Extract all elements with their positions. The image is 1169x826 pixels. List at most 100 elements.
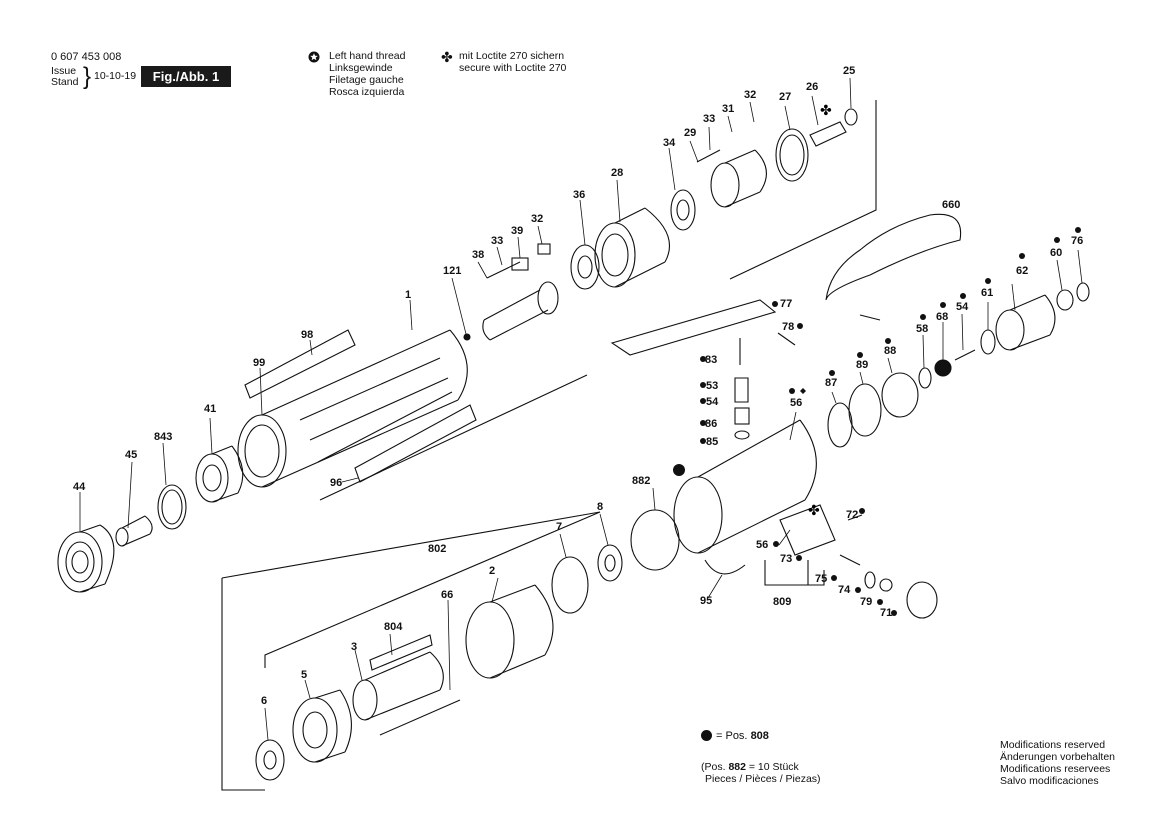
part-label-54: 54 <box>706 396 719 408</box>
part-label-26: 26 <box>806 81 818 93</box>
bullet-note-prefix: = Pos. <box>716 730 748 742</box>
part-74-oring <box>864 571 876 589</box>
part-label-804: 804 <box>384 621 403 633</box>
part-label-88: 88 <box>884 345 896 357</box>
bullet-icon <box>789 388 795 394</box>
pos-note-b: 882 <box>728 761 746 773</box>
part-804-vane <box>369 634 433 671</box>
part-label-1: 1 <box>405 289 411 301</box>
part-54-spring <box>954 349 976 361</box>
pos-note-a: (Pos. <box>701 761 729 773</box>
part-60-fitting <box>1056 289 1074 311</box>
bullet-icon <box>700 382 706 388</box>
legend-lht-fr: Filetage gauche <box>329 74 404 86</box>
part-54-spring-small <box>734 377 749 403</box>
part-2-cylinder <box>465 584 554 679</box>
part-label-8: 8 <box>597 501 603 513</box>
part-label-85: 85 <box>706 436 718 448</box>
bullet-icon <box>700 398 706 404</box>
part-label-66: 66 <box>441 589 453 601</box>
part-label-54: 54 <box>956 301 969 313</box>
left-hand-thread-icon <box>673 464 685 476</box>
part-809-regulator <box>779 504 836 556</box>
bullet-note-pos: 808 <box>750 730 769 742</box>
part-label-56: 56 <box>756 539 768 551</box>
part-label-77: 77 <box>780 298 792 310</box>
pos-note-line1: (Pos. 882 = 10 Stück <box>701 761 799 774</box>
stand-label: Stand <box>51 76 79 88</box>
bracket-809 <box>764 560 825 586</box>
frame-line-lower-top <box>221 511 601 579</box>
part-label-2: 2 <box>489 565 495 577</box>
bullet-icon <box>1019 253 1025 259</box>
part-label-76: 76 <box>1071 235 1083 247</box>
part-44-end-cap <box>57 524 115 593</box>
bullet-icon <box>859 508 865 514</box>
bracket-802 <box>264 511 601 668</box>
part-72-pin <box>847 514 863 521</box>
part-label-78: 78 <box>782 321 794 333</box>
legend-lht-es: Rosca izquierda <box>329 86 405 98</box>
modifications-fr: Modifications reservees <box>1000 763 1111 775</box>
part-5-end-plate <box>292 689 352 763</box>
part-76-oring <box>1076 282 1090 302</box>
part-label-86: 86 <box>705 418 717 430</box>
part-38-spindle <box>482 261 559 341</box>
part-label-73: 73 <box>780 553 792 565</box>
bullet-icon <box>700 438 706 444</box>
legend-lht-en: Left hand thread <box>329 50 406 62</box>
bullet-icon <box>1075 227 1081 233</box>
part-77-lever <box>610 299 777 356</box>
part-27-plate <box>775 128 809 182</box>
part-26-pinion <box>809 121 847 147</box>
part-label-95: 95 <box>700 595 712 607</box>
part-98-sleeve <box>244 329 356 399</box>
part-8-bearing <box>597 544 623 582</box>
part-label-802: 802 <box>428 543 446 555</box>
bullet-note: = Pos. 808 <box>716 730 769 742</box>
loctite-icon: ✤ <box>441 49 453 65</box>
part-label-71: 71 <box>880 607 892 619</box>
bullet-icon <box>940 302 946 308</box>
part-label-74: 74 <box>838 584 851 596</box>
part-label-31: 31 <box>722 103 734 115</box>
part-34-washer <box>670 189 696 231</box>
part-89-ring <box>848 383 882 437</box>
legend-lht-de: Linksgewinde <box>329 62 393 74</box>
leader-lines <box>79 77 1083 741</box>
part-96-sleeve <box>354 404 477 483</box>
part-number: 0 607 453 008 <box>51 51 122 63</box>
part-32-gear <box>537 243 551 255</box>
bullet-icon <box>831 575 837 581</box>
part-62-fitting <box>995 294 1056 351</box>
part-label-3: 3 <box>351 641 357 653</box>
part-label-33: 33 <box>703 113 715 125</box>
bullet-icon <box>985 278 991 284</box>
part-label-75: 75 <box>815 573 827 585</box>
part-label-843: 843 <box>154 431 172 443</box>
part-87-ring <box>827 402 853 448</box>
part-660-wire <box>825 213 962 321</box>
part-58-oring <box>918 367 932 389</box>
bullet-icon <box>700 356 706 362</box>
part-label-83: 83 <box>705 354 717 366</box>
modifications-en: Modifications reserved <box>1000 739 1106 751</box>
part-label-33: 33 <box>491 235 503 247</box>
bullet-icon <box>960 293 966 299</box>
left-hand-thread-icon <box>308 50 320 68</box>
part-label-56: 56 <box>790 397 802 409</box>
part-95-clip <box>704 559 746 575</box>
issue-label: Issue <box>51 65 77 77</box>
part-label-62: 62 <box>1016 265 1028 277</box>
part-label-44: 44 <box>73 481 86 493</box>
part-86-sleeve <box>734 407 750 425</box>
pos-note-line2: Pieces / Pièces / Piezas) <box>705 773 821 785</box>
part-label-58: 58 <box>916 323 928 335</box>
part-label-39: 39 <box>511 225 523 237</box>
part-61-oring <box>980 329 996 355</box>
part-label-45: 45 <box>125 449 137 461</box>
part-78-pin <box>777 332 796 346</box>
pos-note-c: = 10 Stück <box>745 761 799 773</box>
bullet-icon <box>773 541 779 547</box>
